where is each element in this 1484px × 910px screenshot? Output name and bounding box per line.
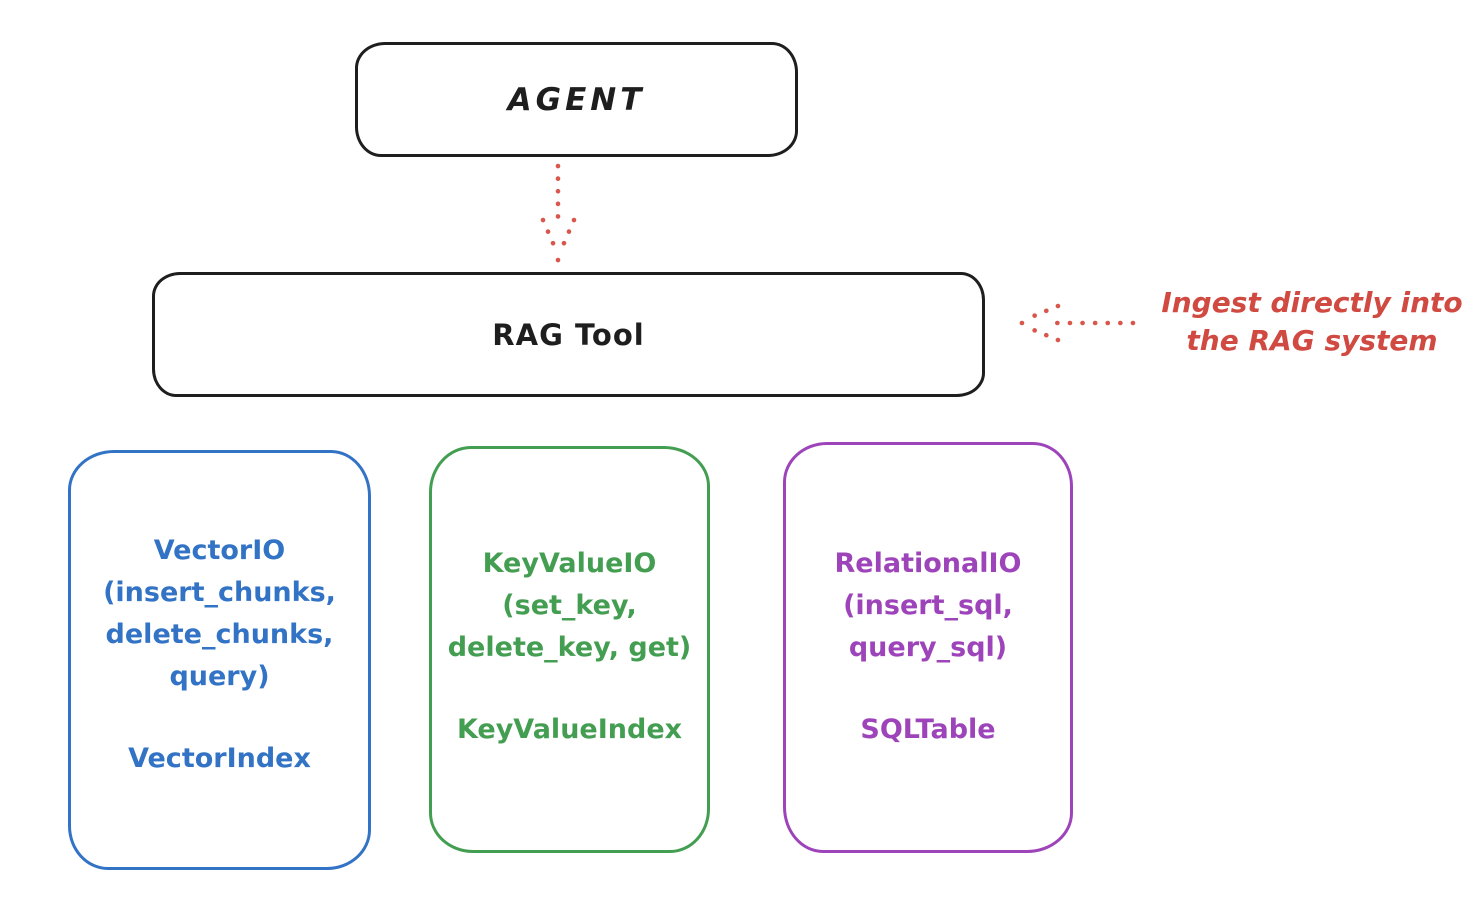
- ingest-annotation-line2: the RAG system: [1186, 324, 1438, 357]
- ingest-annotation: Ingest directly into the RAG system: [1140, 284, 1484, 360]
- vector-io-methods-line1: (insert_chunks,: [103, 577, 336, 608]
- keyvalue-index-label: KeyValueIndex: [456, 714, 683, 745]
- agent-to-rag-arrow-icon: [540, 163, 577, 264]
- ingest-annotation-arrow-icon: [1018, 303, 1136, 343]
- keyvalue-io-methods-line2: delete_key, get): [447, 632, 692, 663]
- rag-tool-node: RAG Tool: [152, 272, 985, 397]
- relational-io-title: RelationalIO: [834, 548, 1022, 579]
- vector-index-label: VectorIndex: [128, 743, 311, 774]
- vector-io-title: VectorIO: [153, 535, 286, 566]
- sql-table-label: SQLTable: [860, 714, 996, 745]
- agent-label: AGENT: [507, 81, 646, 118]
- ingest-annotation-line1: Ingest directly into: [1161, 286, 1463, 319]
- agent-node: AGENT: [355, 42, 798, 157]
- keyvalue-io-title: KeyValueIO: [482, 548, 657, 579]
- relational-io-methods-line1: (insert_sql,: [843, 590, 1013, 621]
- rag-tool-label: RAG Tool: [492, 317, 645, 352]
- keyvalue-io-node: KeyValueIO (set_key, delete_key, get) Ke…: [429, 446, 710, 853]
- keyvalue-io-methods-line1: (set_key,: [502, 590, 637, 621]
- relational-io-node: RelationalIO (insert_sql, query_sql) SQL…: [783, 442, 1073, 853]
- relational-io-methods-line2: query_sql): [848, 632, 1008, 663]
- vector-io-methods-line3: query): [169, 661, 270, 692]
- vector-io-node: VectorIO (insert_chunks, delete_chunks, …: [68, 450, 371, 870]
- vector-io-methods-line2: delete_chunks,: [105, 619, 334, 650]
